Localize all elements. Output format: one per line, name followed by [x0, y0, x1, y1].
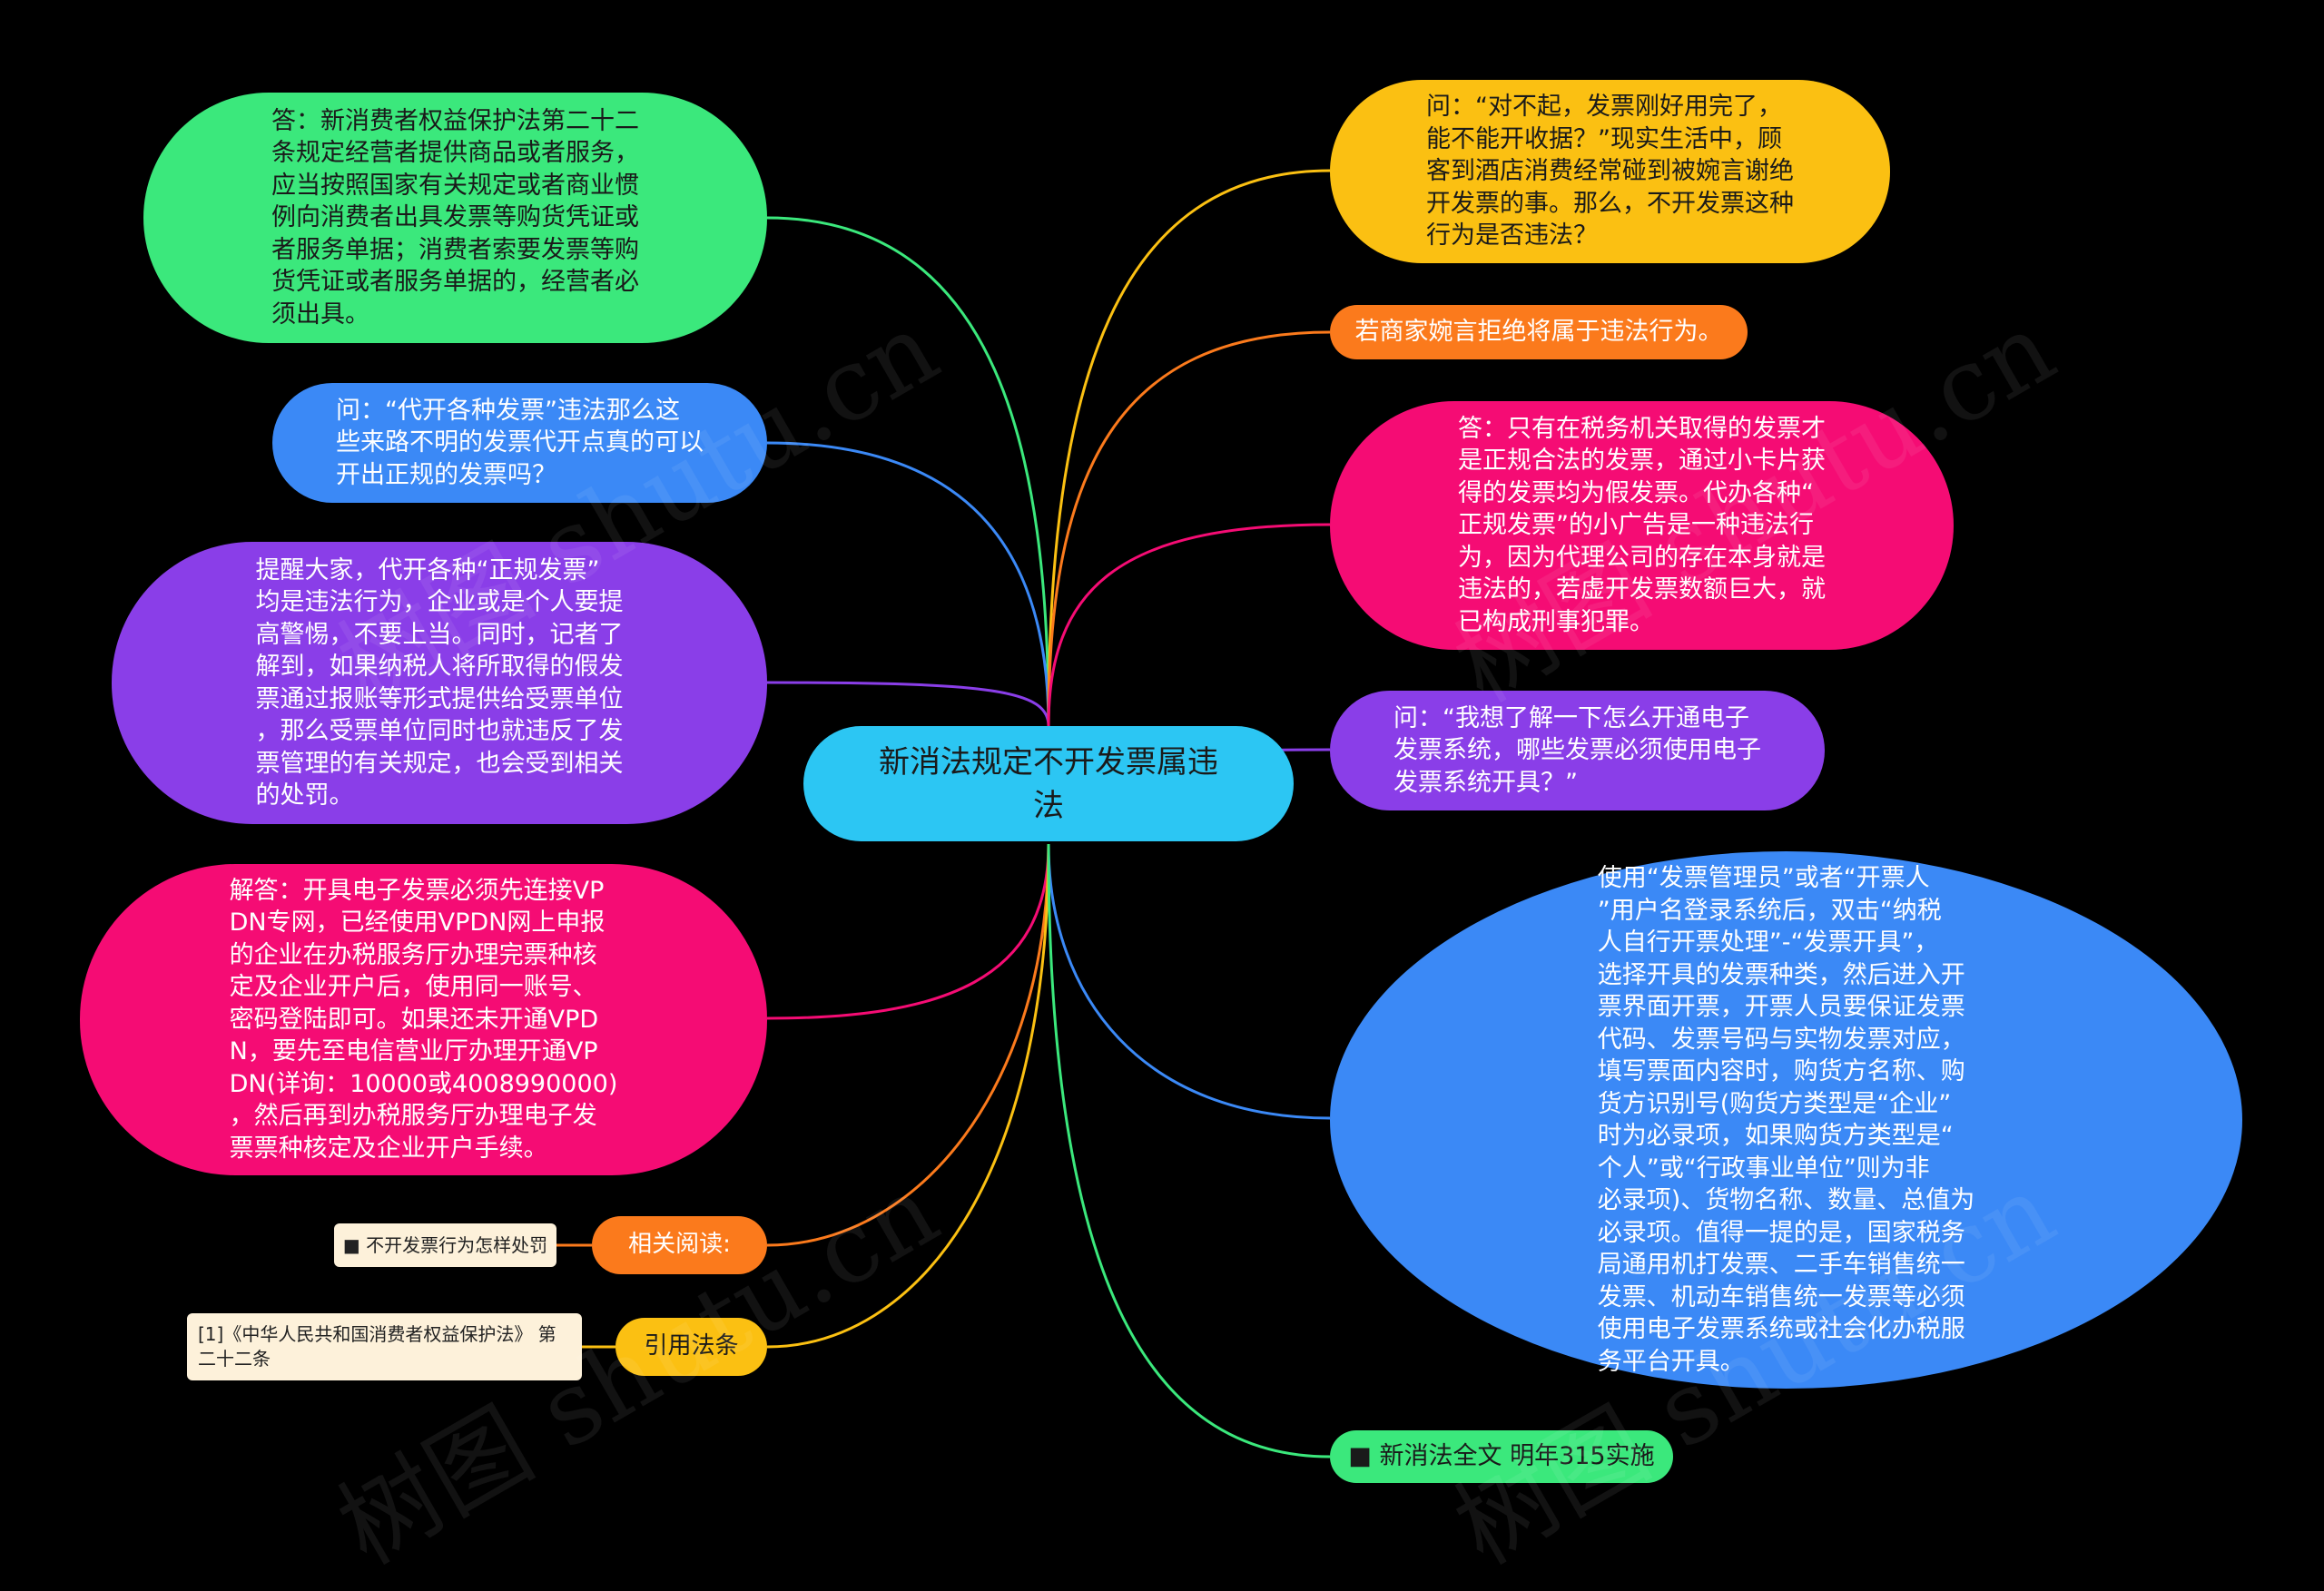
node-answer-e-invoice-steps[interactable]: 使用“发票管理员”或者“开票人 ”用户名登录系统后，双击“纳税 人自行开票处理”…	[1330, 851, 2242, 1389]
node-answer-fake-invoice[interactable]: 答：只有在税务机关取得的发票才 是正规合法的发票，通过小卡片获 得的发票均为假发…	[1330, 401, 1954, 650]
link-l6	[766, 843, 1050, 1349]
node-answer-vpdn-text: 解答：开具电子发票必须先连接VP DN专网，已经使用VPDN网上申报 的企业在办…	[229, 876, 618, 1163]
node-refusal-illegal-text: 若商家婉言拒绝将属于违法行为。	[1354, 318, 1723, 347]
link-l1	[766, 216, 1050, 727]
node-reminder-illegal[interactable]: 提醒大家，代开各种“正规发票” 均是违法行为，企业或是个人要提 高警惕，不要上当…	[112, 542, 767, 824]
node-answer-e-invoice-steps-text: 使用“发票管理员”或者“开票人 ”用户名登录系统后，双击“纳税 人自行开票处理”…	[1597, 864, 1975, 1376]
citation-consumer-law[interactable]: [1]《中华人民共和国消费者权益保护法》 第 二十二条	[187, 1313, 582, 1380]
link-l2	[766, 441, 1050, 727]
link-l4	[766, 843, 1050, 1020]
node-answer-law-article[interactable]: 答：新消费者权益保护法第二十二 条规定经营者提供商品或者服务， 应当按照国家有关…	[143, 93, 767, 343]
node-answer-vpdn[interactable]: 解答：开具电子发票必须先连接VP DN专网，已经使用VPDN网上申报 的企业在办…	[80, 864, 767, 1175]
link-r3	[1047, 523, 1331, 727]
node-cited-law[interactable]: 引用法条	[615, 1318, 767, 1376]
node-reminder-illegal-text: 提醒大家，代开各种“正规发票” 均是违法行为，企业或是个人要提 高警惕，不要上当…	[255, 555, 624, 810]
node-question-invoice-agents[interactable]: 问：“代开各种发票”违法那么这 些来路不明的发票代开点真的可以 开出正规的发票吗…	[272, 383, 767, 503]
link-l5	[766, 843, 1050, 1247]
node-refusal-illegal[interactable]: 若商家婉言拒绝将属于违法行为。	[1330, 305, 1748, 359]
link-item-penalty[interactable]: ■ 不开发票行为怎样处罚	[334, 1223, 556, 1267]
central-topic[interactable]: 新消法规定不开发票属违 法	[803, 726, 1294, 841]
node-new-law-link[interactable]: ■ 新消法全文 明年315实施	[1330, 1430, 1673, 1483]
node-question-e-invoice-text: 问：“我想了解一下怎么开通电子 发票系统，哪些发票必须使用电子 发票系统开具？”	[1393, 703, 1761, 797]
node-cited-law-label: 引用法条	[644, 1332, 739, 1360]
node-question-invoice-agents-text: 问：“代开各种发票”违法那么这 些来路不明的发票代开点真的可以 开出正规的发票吗…	[336, 396, 704, 489]
link-l3	[766, 681, 1050, 727]
link-item-penalty-text: ■ 不开发票行为怎样处罚	[342, 1234, 548, 1256]
node-question-receipt[interactable]: 问：“对不起，发票刚好用完了， 能不能开收据？”现实生活中，顾 客到酒店消费经常…	[1330, 80, 1890, 263]
citation-consumer-law-text: [1]《中华人民共和国消费者权益保护法》 第 二十二条	[198, 1323, 556, 1370]
link-r1	[1047, 169, 1331, 727]
link-r6	[1047, 843, 1331, 1458]
node-question-e-invoice[interactable]: 问：“我想了解一下怎么开通电子 发票系统，哪些发票必须使用电子 发票系统开具？”	[1330, 691, 1825, 810]
node-answer-law-article-text: 答：新消费者权益保护法第二十二 条规定经营者提供商品或者服务， 应当按照国家有关…	[271, 106, 639, 329]
node-new-law-link-text: ■ 新消法全文 明年315实施	[1348, 1442, 1655, 1471]
node-answer-fake-invoice-text: 答：只有在税务机关取得的发票才 是正规合法的发票，通过小卡片获 得的发票均为假发…	[1458, 414, 1826, 636]
node-related-reading[interactable]: 相关阅读:	[592, 1216, 767, 1274]
link-r5	[1047, 843, 1331, 1120]
central-topic-label: 新消法规定不开发票属违 法	[879, 743, 1218, 824]
node-related-reading-label: 相关阅读:	[628, 1231, 731, 1259]
link-r2	[1047, 330, 1331, 727]
node-question-receipt-text: 问：“对不起，发票刚好用完了， 能不能开收据？”现实生活中，顾 客到酒店消费经常…	[1426, 93, 1794, 250]
